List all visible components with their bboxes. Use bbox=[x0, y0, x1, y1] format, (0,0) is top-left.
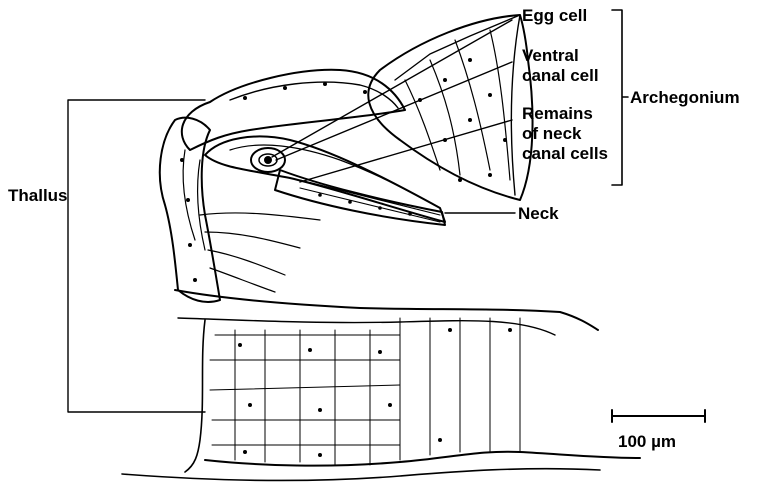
archegonium-outline bbox=[368, 15, 532, 200]
remains-leader bbox=[300, 120, 512, 182]
thallus-lower bbox=[205, 452, 640, 466]
egg-cell-label: Egg cell bbox=[522, 6, 587, 25]
remains-label-3: canal cells bbox=[522, 144, 608, 163]
neck-label: Neck bbox=[518, 204, 559, 223]
scale-label: 100 µm bbox=[618, 432, 676, 451]
remains-label-1: Remains bbox=[522, 104, 593, 123]
scale-bar-icon bbox=[612, 410, 705, 422]
thallus-upper bbox=[175, 290, 598, 330]
archegonium-label: Archegonium bbox=[630, 88, 740, 107]
thallus-label: Thallus bbox=[8, 186, 68, 205]
egg-cell-leader bbox=[272, 20, 512, 157]
venter-cavity bbox=[205, 136, 445, 222]
archegonium-bracket bbox=[612, 10, 628, 185]
thallus-bracket bbox=[68, 100, 205, 412]
ventral-canal-cell-label-1: Ventral bbox=[522, 46, 579, 65]
thallus-lobe bbox=[160, 118, 220, 302]
ventral-canal-cell-label-2: canal cell bbox=[522, 66, 599, 85]
remains-label-2: of neck bbox=[522, 124, 582, 143]
